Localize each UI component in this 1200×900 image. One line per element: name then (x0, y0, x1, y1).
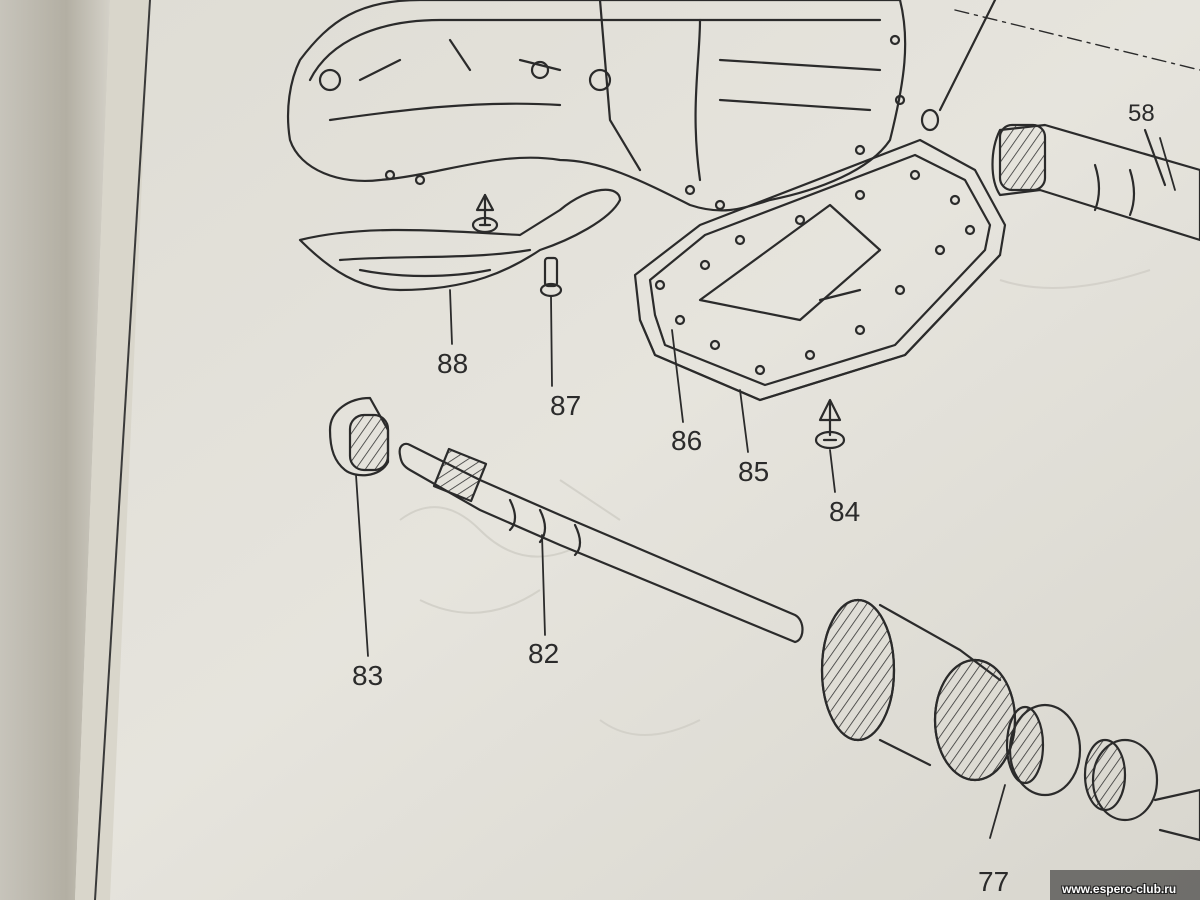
callout-58: 58 (1128, 100, 1155, 127)
callout-77: 77 (978, 866, 1010, 897)
screw-part-84 (814, 398, 846, 450)
site-watermark: www.espero-club.ru (1062, 882, 1177, 896)
gear-shaft-part-77 (820, 598, 1200, 842)
screw-part-above-88 (471, 193, 499, 234)
oil-pan-part-85-86 (633, 138, 1007, 402)
bearing-part-83 (328, 396, 390, 477)
corner-shadow (1050, 870, 1200, 900)
shaft-part-82 (398, 442, 804, 644)
callout-82: 82 (528, 638, 560, 669)
o-ring-part (920, 0, 1200, 132)
shaft-part-58 (991, 123, 1200, 242)
page-edge-left (0, 0, 110, 900)
callout-87: 87 (550, 390, 582, 421)
callout-88: 88 (437, 348, 469, 379)
callout-84: 84 (829, 496, 861, 527)
callout-86: 86 (671, 425, 703, 456)
page-border-line (94, 0, 151, 900)
bracket-part-88 (298, 188, 622, 292)
bleed-through-marks (399, 269, 1151, 736)
transmission-case (286, 0, 907, 212)
page-margin-strip (75, 0, 150, 900)
callout-83: 83 (352, 660, 384, 691)
leader-lines (355, 137, 1176, 839)
callout-85: 85 (738, 456, 770, 487)
